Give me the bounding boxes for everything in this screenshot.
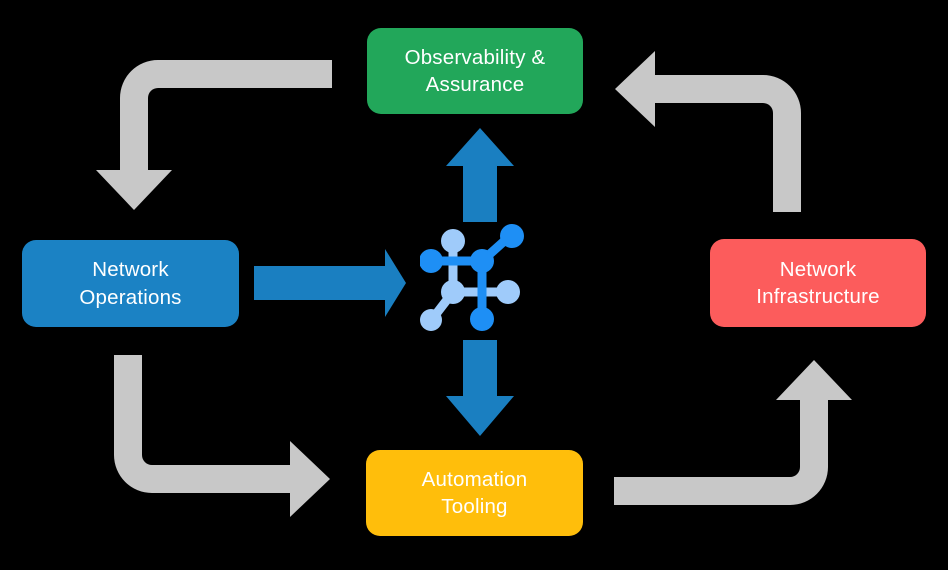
connector-infrastructure-to-observability	[615, 51, 801, 212]
node-box-observability[interactable]: Observability & Assurance	[367, 28, 583, 114]
topology-nodes-light	[420, 229, 520, 331]
connector-core-to-automation	[446, 340, 514, 436]
connector-automation-to-infrastructure	[614, 360, 852, 505]
connector-observability-to-operations	[96, 60, 332, 210]
node-box-network-operations[interactable]: Network Operations	[22, 240, 239, 327]
connector-operations-to-automation	[114, 355, 330, 517]
connector-operations-to-core	[254, 249, 406, 317]
node-box-network-infrastructure[interactable]: Network Infrastructure	[710, 239, 926, 327]
topology-nodes-bright	[420, 224, 524, 331]
network-topology-icon	[420, 224, 524, 331]
node-box-automation-tooling[interactable]: Automation Tooling	[366, 450, 583, 536]
connector-core-to-observability	[446, 128, 514, 222]
